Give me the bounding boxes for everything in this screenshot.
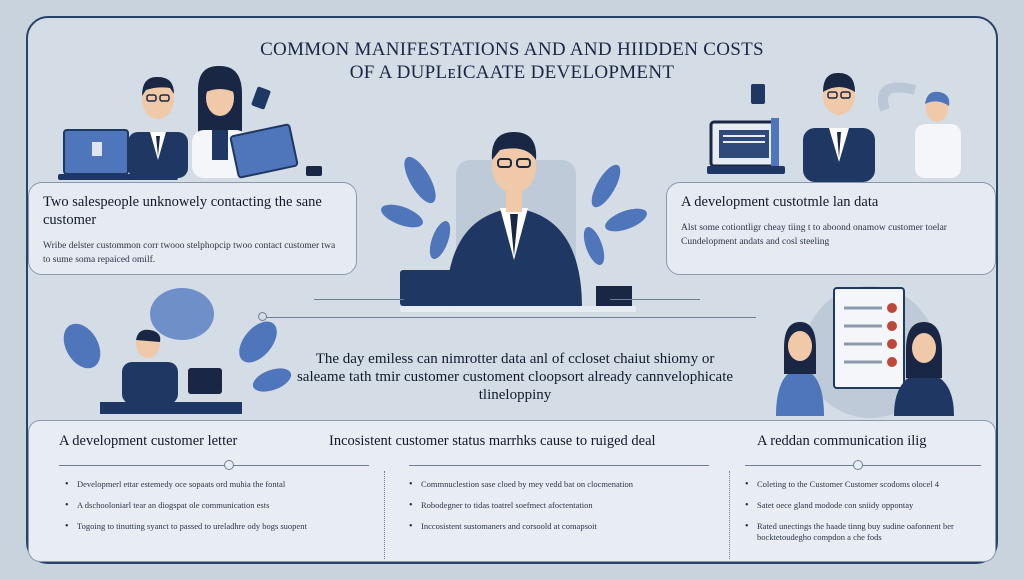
list-item: Rated unectings the haade tinng buy sudi… <box>745 521 981 543</box>
column-2-rule <box>409 465 709 466</box>
column-1-heading: A development customer letter <box>59 433 238 449</box>
leaf-decoration <box>381 156 647 265</box>
list-item: Commnuclestion sase cloed by mey vedd ba… <box>409 479 699 490</box>
left-info-card: Two salespeople unknowely contacting the… <box>28 182 357 275</box>
list-item: Coleting to the Customer Customer scodom… <box>745 479 981 490</box>
central-businessman-illustration <box>381 132 647 312</box>
column-1-rule <box>59 465 369 466</box>
worker-figure <box>122 329 178 404</box>
list-item: Togoing to tinutting syanct to passed to… <box>65 521 365 532</box>
two-women-checklist-illustration <box>776 286 954 418</box>
businessman-figure <box>446 132 582 308</box>
right-connector <box>610 299 700 300</box>
lonely-worker-illustration <box>63 288 292 414</box>
phone-icon <box>751 84 765 104</box>
column-2-heading: Incosistent customer status marrhks caus… <box>329 433 656 449</box>
monitor-icon <box>707 118 785 174</box>
developer-man-figure <box>803 72 875 182</box>
list-item: Developmerl ettar estemedy oce sopaats o… <box>65 479 365 490</box>
right-info-card: A development custotmle lan data Alst so… <box>666 182 996 275</box>
document-checklist-icon <box>833 287 905 389</box>
column-separator-2 <box>729 471 730 559</box>
salesman-figure <box>128 76 188 178</box>
bottom-column-1: A development customer letter Developmer… <box>59 421 369 561</box>
woman-figure-right <box>894 322 954 416</box>
right-card-heading: A development custotmle lan data <box>681 194 879 210</box>
column-2-list: Commnuclestion sase cloed by mey vedd ba… <box>409 479 699 542</box>
left-card-body: Wribe delster custommon corr twooo stelp… <box>43 241 336 265</box>
cup-icon <box>306 166 322 176</box>
column-separator-1 <box>384 471 385 559</box>
list-item: Inccosistent sustomaners and corsoold at… <box>409 521 699 532</box>
column-3-rule-knot <box>853 460 863 470</box>
connector-node-left <box>258 312 267 321</box>
assistant-figure <box>878 82 961 178</box>
column-1-list: Developmerl ettar estemedy oce sopaats o… <box>65 479 365 542</box>
leaf-decoration <box>63 288 292 392</box>
title-line-1: COMMON MANIFESTATIONS AND AND HIIDDEN CO… <box>260 39 764 60</box>
right-card-body: Alst some cotiontligr cheay tiing t to a… <box>681 223 947 247</box>
bottom-panel: A development customer letter Developmer… <box>28 420 996 562</box>
column-3-list: Coleting to the Customer Customer scodom… <box>745 479 981 553</box>
title-line-2: OF A DUPLᴇICAATE DEVELOPMENT <box>349 62 675 83</box>
bottom-column-2: Incosistent customer status marrhks caus… <box>329 421 729 561</box>
two-salespeople-illustration <box>58 65 322 180</box>
list-item: A dschooloniarl tear an diogspat ole com… <box>65 500 365 511</box>
bottom-column-3: A reddan communication ilig Coleting to … <box>745 421 985 561</box>
column-3-rule <box>745 465 981 466</box>
left-connector <box>314 299 404 300</box>
phone-icon <box>251 86 271 110</box>
page-title: COMMON MANIFESTATIONS AND AND HIIDDEN CO… <box>0 38 1024 84</box>
central-summary-text: The day emiless can nimrotter data anl o… <box>296 351 734 403</box>
column-1-rule-knot <box>224 460 234 470</box>
development-team-illustration <box>707 72 961 182</box>
column-3-heading: A reddan communication ilig <box>757 433 927 449</box>
list-item: Robodegner to tidas toatrel soefmect afo… <box>409 500 699 511</box>
left-card-heading: Two salespeople unknowely contacting the… <box>43 194 322 228</box>
list-item: Satet oece gland modode con sniidy oppon… <box>745 500 981 511</box>
woman-figure-left <box>776 322 824 416</box>
mid-connector <box>266 317 756 318</box>
